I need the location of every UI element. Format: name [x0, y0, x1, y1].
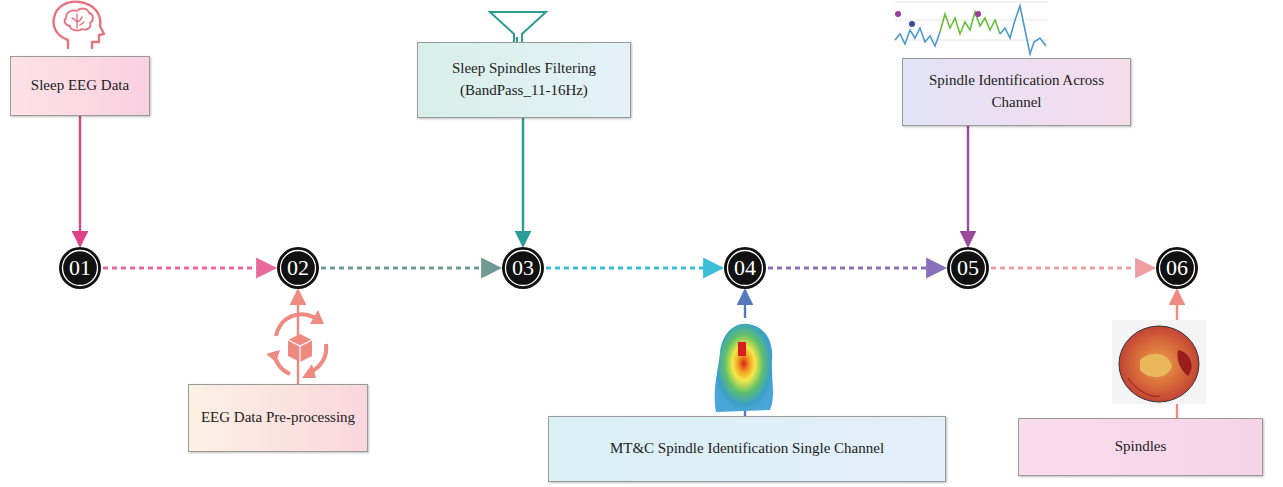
step-circle: 04	[724, 247, 766, 289]
trace-chart	[895, 2, 1048, 54]
step-circle: 02	[277, 247, 319, 289]
step-number: 04	[734, 257, 756, 279]
flow-arrow	[522, 118, 524, 246]
process-box: EEG Data Pre-processing	[188, 384, 368, 452]
output-box: Spindles	[1018, 418, 1263, 476]
spectrogram-image	[703, 318, 779, 412]
recycle-icon	[266, 310, 326, 378]
step-number: 06	[1166, 257, 1188, 279]
flow-arrow	[991, 267, 1154, 270]
step-number: 05	[957, 257, 979, 279]
box-label: Spindles	[1105, 432, 1177, 462]
step-circle: 05	[947, 247, 989, 289]
process-box: MT&C Spindle Identification Single Chann…	[548, 416, 946, 482]
head-icon	[54, 2, 104, 48]
flow-arrow	[103, 267, 275, 270]
box-label: MT&C Spindle Identification Single Chann…	[600, 434, 894, 464]
step-circle: 03	[502, 247, 544, 289]
box-label: Spindle Identification Across Channel	[903, 66, 1130, 118]
input-box: Sleep EEG Data	[10, 56, 150, 116]
step-number: 01	[69, 257, 91, 279]
step-number: 03	[512, 257, 534, 279]
process-box: Spindle Identification Across Channel	[902, 58, 1131, 126]
process-box: Sleep Spindles Filtering (BandPass_11-16…	[417, 42, 631, 118]
flow-arrow	[768, 267, 945, 270]
flow-arrow	[321, 267, 500, 270]
flow-arrow	[967, 126, 969, 246]
box-label: EEG Data Pre-processing	[191, 403, 365, 433]
box-label: Sleep Spindles Filtering (BandPass_11-16…	[418, 54, 630, 106]
step-circle: 06	[1156, 247, 1198, 289]
step-number: 02	[287, 257, 309, 279]
step-circle: 01	[59, 247, 101, 289]
box-label: Sleep EEG Data	[21, 71, 139, 101]
flow-arrow	[79, 116, 81, 246]
topography-map	[1112, 320, 1206, 404]
flow-arrow	[546, 267, 722, 270]
